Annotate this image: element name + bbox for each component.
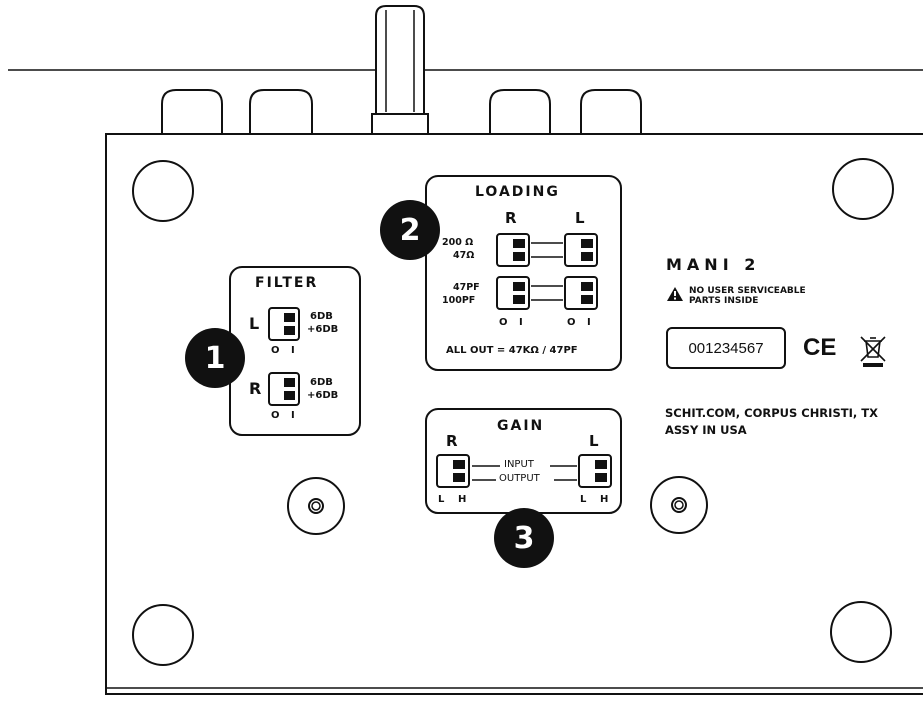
rca-jack-4 — [580, 89, 642, 134]
loading-switch-l-resistance — [564, 233, 598, 267]
callout-circle-2 — [380, 200, 440, 260]
filter-right-label: R — [249, 379, 262, 398]
ground-post-nut — [371, 113, 429, 135]
connector-lines — [472, 242, 577, 481]
gain-col-right: R — [446, 432, 458, 450]
loading-l-pos-1: I — [587, 317, 591, 328]
warning-triangle-icon — [667, 287, 683, 301]
gain-col-left: L — [589, 432, 599, 450]
gain-l-pos-h: H — [600, 494, 609, 505]
loading-all-out-note: ALL OUT = 47KΩ / 47PF — [446, 345, 578, 356]
loading-switch-l-capacitance — [564, 276, 598, 310]
gain-l-pos-l: L — [580, 494, 587, 505]
callout-circle-1 — [185, 328, 245, 388]
ground-post-shaft — [375, 5, 425, 134]
gain-output-label: OUTPUT — [499, 473, 540, 484]
website-line: SCHIT.COM, CORPUS CHRISTI, TX — [665, 406, 878, 420]
filter-left-label: L — [249, 314, 260, 333]
loading-l-pos-0: O — [567, 317, 576, 328]
filter-right-setting-1: 6DB — [310, 377, 333, 388]
gain-r-pos-h: H — [458, 494, 467, 505]
warning-line-1: NO USER SERVICEABLE — [689, 286, 806, 296]
gain-switch-r — [436, 454, 470, 488]
weee-bin-icon — [860, 336, 886, 367]
foot-bottom-right — [830, 601, 892, 663]
loading-r-pos-0: O — [499, 317, 508, 328]
filter-switch-right — [268, 372, 300, 406]
loading-box — [425, 175, 622, 371]
filter-left-setting-2: +6DB — [307, 324, 339, 335]
loading-resistance-2: 47Ω — [453, 250, 475, 261]
rca-jack-3 — [489, 89, 551, 134]
filter-right-pos-1: I — [291, 410, 295, 421]
ce-mark: CE — [803, 334, 837, 361]
filter-left-pos-0: O — [271, 345, 280, 356]
ground-post — [371, 5, 429, 135]
loading-r-pos-1: I — [519, 317, 523, 328]
foot-top-right — [832, 158, 894, 220]
callout-number-2: 2 — [399, 213, 421, 248]
loading-title: LOADING — [475, 184, 560, 200]
warning-line-2: PARTS INSIDE — [689, 296, 759, 306]
loading-capacitance-2: 100PF — [442, 295, 476, 306]
filter-left-setting-1: 6DB — [310, 311, 333, 322]
filter-title: FILTER — [255, 275, 319, 291]
callout-circle-3 — [494, 508, 554, 568]
filter-right-setting-2: +6DB — [307, 390, 339, 401]
rca-jack-2 — [249, 89, 313, 134]
filter-right-pos-0: O — [271, 410, 280, 421]
loading-capacitance-1: 47PF — [453, 282, 480, 293]
serial-number-box: 001234567 — [666, 327, 786, 369]
rear-jacks — [161, 89, 642, 134]
filter-left-pos-1: I — [291, 345, 295, 356]
screw-left — [287, 477, 345, 535]
assembly-line: ASSY IN USA — [665, 423, 747, 437]
gain-title: GAIN — [497, 418, 545, 434]
product-name: MANI 2 — [666, 255, 761, 274]
callout-number-3: 3 — [513, 521, 535, 556]
loading-col-left: L — [575, 209, 585, 227]
rca-jack-1 — [161, 89, 223, 134]
screw-right — [650, 476, 708, 534]
gain-r-pos-l: L — [438, 494, 445, 505]
filter-switch-left — [268, 307, 300, 341]
dip-switches — [268, 233, 612, 488]
gain-input-label: INPUT — [504, 459, 534, 470]
gain-switch-l — [578, 454, 612, 488]
foot-bottom-left — [132, 604, 194, 666]
loading-col-right: R — [505, 209, 517, 227]
callout-number-1: 1 — [204, 341, 226, 376]
chassis-outline — [105, 133, 923, 695]
loading-resistance-1: 200 Ω — [442, 237, 474, 248]
foot-top-left — [132, 160, 194, 222]
loading-switch-r-resistance — [496, 233, 530, 267]
loading-switch-r-capacitance — [496, 276, 530, 310]
